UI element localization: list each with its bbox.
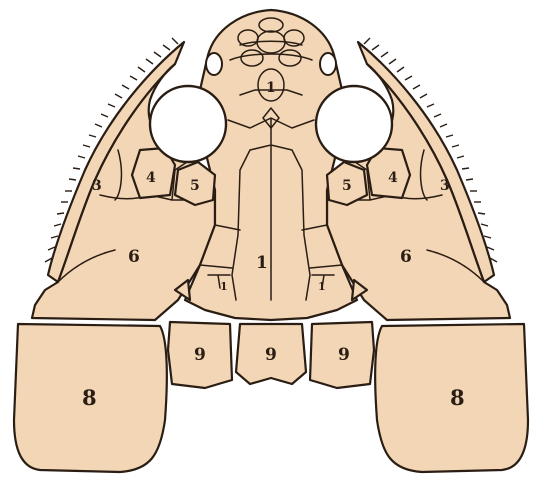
label-postorbital-left: 5: [190, 178, 200, 194]
label-squamosal-right: 6: [400, 247, 412, 267]
label-frontal-center: 1: [256, 253, 268, 273]
label-occipital-left: 9: [194, 345, 206, 365]
label-quadratojugal-right: 8: [450, 385, 465, 410]
orbit-left: [150, 86, 226, 162]
label-squamosal-left: 6: [128, 247, 140, 267]
label-frontal-small-left: 1: [220, 280, 228, 293]
orbit-right: [316, 86, 392, 162]
label-jugal-right: 4: [388, 170, 398, 186]
label-maxilla-right: 3: [440, 178, 450, 194]
label-frontal-small-right: 1: [318, 280, 326, 293]
label-postorbital-right: 5: [342, 178, 352, 194]
label-occipital-center: 9: [265, 345, 277, 365]
nostril-right: [320, 53, 336, 75]
nostril-left: [206, 53, 222, 75]
label-occipital-right: 9: [338, 345, 350, 365]
label-quadratojugal-left: 8: [82, 385, 97, 410]
label-jugal-left: 4: [146, 170, 156, 186]
label-nasal: 1: [266, 80, 276, 96]
label-maxilla-left: 3: [92, 178, 102, 194]
